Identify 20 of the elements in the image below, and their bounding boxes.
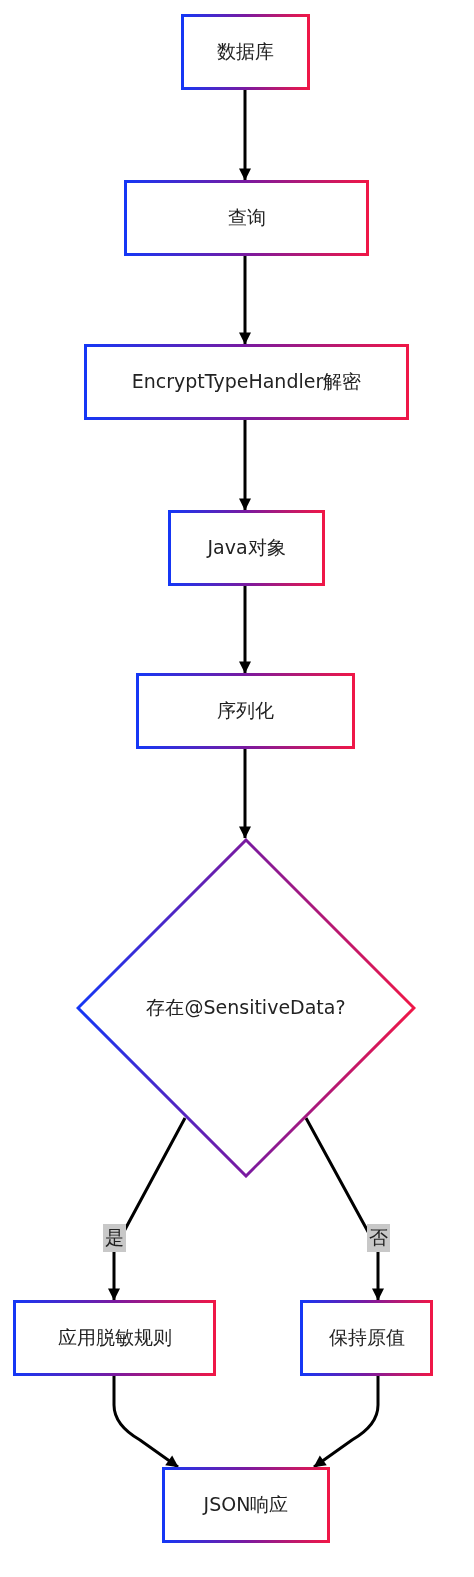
edge-label: 否 <box>366 1224 390 1252</box>
node-label: 应用脱敏规则 <box>57 1325 172 1350</box>
node-label: EncryptTypeHandler解密 <box>131 369 362 394</box>
arrow <box>108 1117 187 1301</box>
arrow <box>239 749 251 839</box>
node-label: Java对象 <box>207 535 286 560</box>
arrow <box>304 1117 384 1301</box>
node-label: JSON响应 <box>203 1492 289 1517</box>
node-label: 存在@SensitiveData? <box>146 995 346 1020</box>
node-label: 保持原值 <box>328 1325 405 1350</box>
node-label: 查询 <box>227 205 266 230</box>
arrow <box>239 90 251 181</box>
node-label: 数据库 <box>217 39 274 64</box>
node-label: 序列化 <box>217 698 274 723</box>
arrow <box>239 420 251 511</box>
arrow <box>239 586 251 674</box>
arrow <box>112 1376 179 1469</box>
arrow <box>313 1376 380 1469</box>
arrow <box>239 256 251 345</box>
edge-label: 是 <box>102 1224 126 1252</box>
